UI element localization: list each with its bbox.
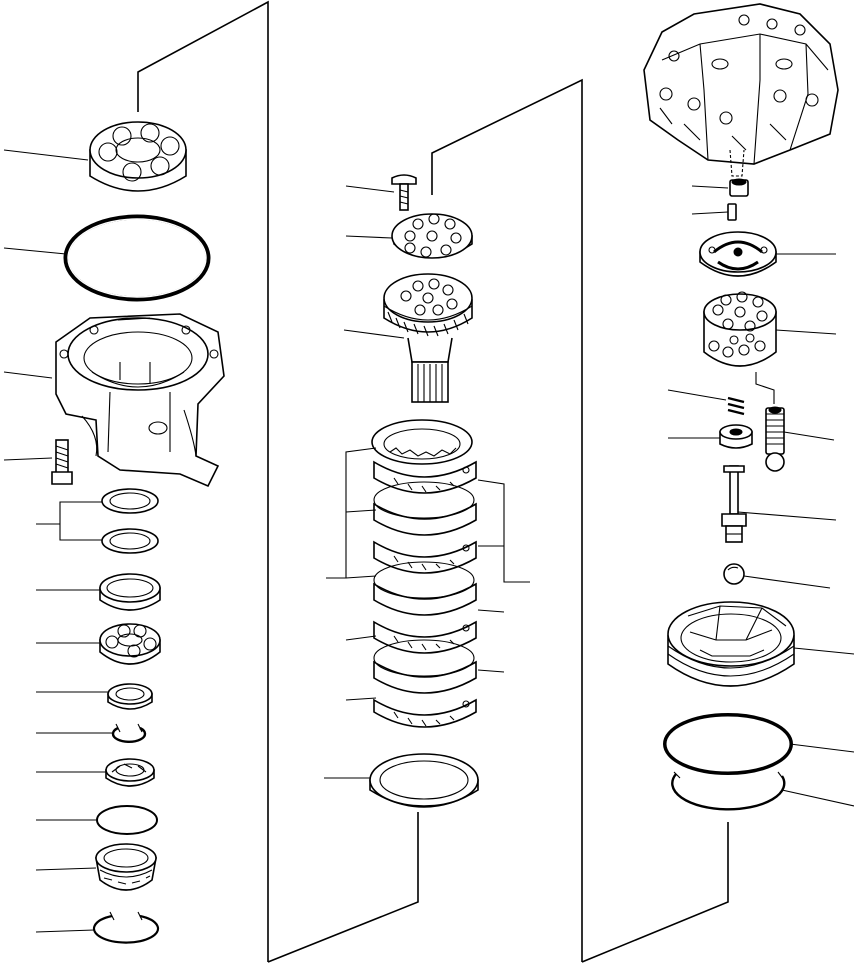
left-bearing-race: [105, 758, 155, 787]
left-o-ring-small: [96, 805, 158, 835]
center-screw: [391, 174, 417, 211]
right-spring: [727, 396, 745, 416]
left-leader-lines: [3, 149, 114, 933]
right-valve-plate: [699, 231, 777, 277]
right-piston: [765, 406, 785, 472]
right-assembly: [643, 3, 854, 811]
left-divider: [137, 0, 269, 962]
right-plug: [729, 178, 749, 197]
divider-lines: [137, 0, 729, 963]
right-spindle: [721, 465, 747, 543]
right-back-up-ring: [671, 771, 786, 811]
center-bottom-bracket: [267, 812, 419, 963]
left-seal: [99, 573, 161, 611]
left-bolt: [51, 439, 73, 485]
right-housing-top: [643, 3, 839, 177]
center-plate: [391, 213, 473, 259]
left-snap-ring: [111, 723, 147, 743]
center-divider: [431, 78, 583, 962]
left-spacer: [107, 683, 153, 710]
right-o-ring-large: [663, 713, 793, 775]
left-bearing-small: [99, 623, 161, 665]
center-shaft: [383, 273, 473, 403]
left-housing: [55, 313, 225, 488]
left-o-ring: [63, 214, 211, 302]
right-leader-lines: [667, 185, 854, 807]
center-thrust-washer: [369, 753, 479, 808]
right-cylinder-block: [703, 291, 777, 404]
left-retainer: [95, 843, 157, 891]
center-assembly: [324, 174, 530, 808]
left-assembly: [3, 121, 225, 944]
left-snap-ring-large: [92, 911, 160, 944]
right-ball: [723, 563, 745, 585]
right-bottom-bracket: [581, 822, 729, 963]
center-friction-plates: [371, 419, 477, 728]
right-pin: [727, 203, 737, 221]
right-collar: [719, 424, 753, 449]
left-bearing: [89, 121, 187, 192]
right-cover: [667, 601, 795, 687]
left-shims: [101, 488, 159, 554]
center-leader-lines: [324, 185, 530, 779]
